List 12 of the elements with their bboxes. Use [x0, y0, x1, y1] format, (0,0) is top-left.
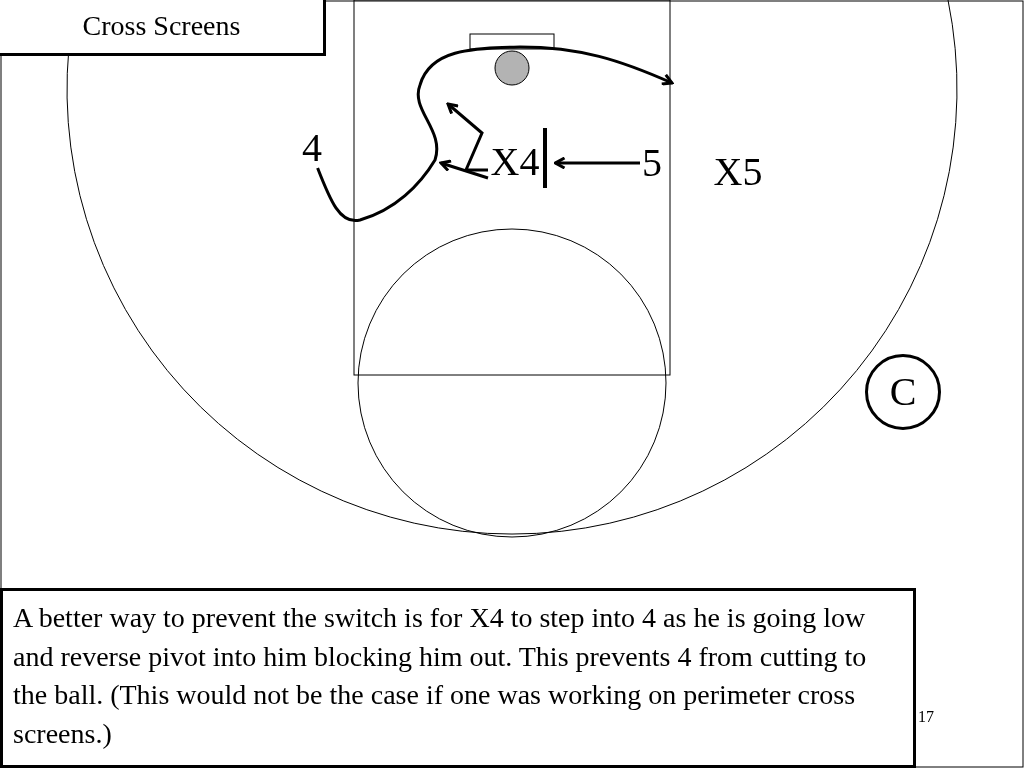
arrow — [554, 156, 640, 170]
title: Cross Screens — [0, 0, 326, 56]
note-box: A better way to prevent the switch is for X4 to step into 4 as he is going low and reverse pivot into him blocking him out. This prevents 4 from cutting to the ball. (This would not be the case if one was working on perimeter cross screens.) — [0, 588, 916, 768]
player-label: X4 — [488, 142, 542, 182]
page-number: 17 — [918, 708, 934, 726]
player-label: 5 — [640, 143, 664, 183]
player-label: X5 — [710, 152, 766, 192]
arrow — [446, 102, 488, 172]
arrow — [316, 45, 674, 222]
coach-circle: C — [865, 354, 941, 430]
arrow — [439, 159, 489, 180]
player-label: 4 — [298, 128, 326, 168]
